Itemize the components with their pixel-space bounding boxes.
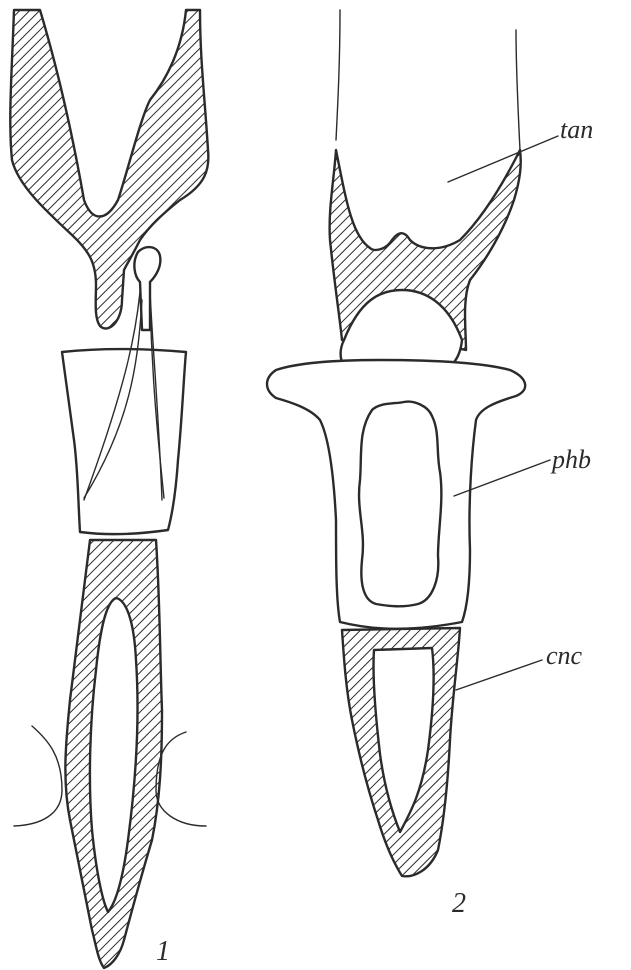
fig1-slender-process <box>134 247 160 330</box>
leader-line-cnc <box>456 660 542 690</box>
figure-number-2: 2 <box>452 888 466 919</box>
label-tan: tan <box>560 115 593 144</box>
leader-line-tan <box>448 136 558 182</box>
fig1-soft-tissue-right <box>156 732 206 826</box>
figure-1: 1 <box>10 10 208 968</box>
figure-number-1: 1 <box>156 936 170 967</box>
fig1-upper-bone <box>10 10 208 328</box>
fig2-upper-shaft <box>336 10 520 150</box>
label-cnc: cnc <box>546 641 583 670</box>
figure-2: tan phb cnc 2 <box>267 10 593 919</box>
label-phb: phb <box>550 445 591 474</box>
fig1-soft-tissue-left <box>14 726 62 826</box>
fig2-phb-cavity <box>359 402 441 607</box>
